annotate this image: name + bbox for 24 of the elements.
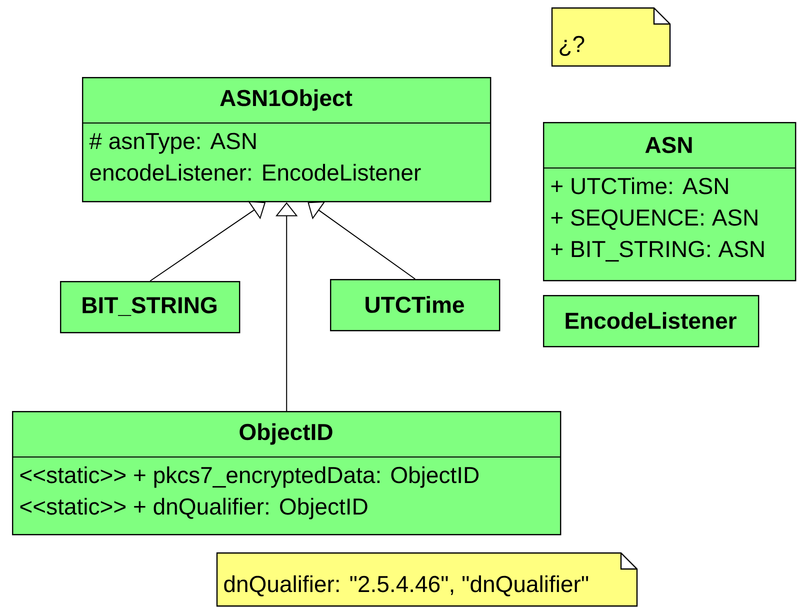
attribute: <<static>> + pkcs7_encryptedData: ObjectID bbox=[20, 466, 479, 488]
attribute: <<static>> + dnQualifier: ObjectID bbox=[20, 498, 368, 520]
note-text: ¿? bbox=[560, 36, 584, 56]
attribute: + BIT_STRING: ASN bbox=[551, 240, 764, 262]
class-box bbox=[82, 77, 492, 202]
attribute: + UTCTime: ASN bbox=[551, 177, 728, 194]
class-box bbox=[543, 295, 760, 348]
attribute: + SEQUENCE: ASN bbox=[551, 209, 758, 230]
inheritance-arrow bbox=[308, 201, 416, 280]
class-box bbox=[60, 281, 240, 334]
class-name: ASN1Object bbox=[220, 89, 352, 111]
class-name: ObjectID bbox=[240, 423, 332, 445]
class-box bbox=[542, 122, 796, 282]
class-box bbox=[330, 279, 500, 332]
note bbox=[551, 7, 671, 67]
note bbox=[216, 552, 638, 607]
class-name: ASN bbox=[645, 136, 692, 154]
class-name: EncodeListener bbox=[566, 312, 736, 329]
note-text: dnQualifier: "2.5.4.46", "dnQualifier" bbox=[224, 575, 588, 596]
class-name: BIT_STRING bbox=[82, 297, 216, 316]
attribute: # asnType: ASN bbox=[89, 132, 256, 154]
class-box bbox=[12, 411, 562, 536]
class-name: UTCTime bbox=[366, 296, 464, 313]
attribute: encodeListener: EncodeListener bbox=[90, 164, 421, 181]
